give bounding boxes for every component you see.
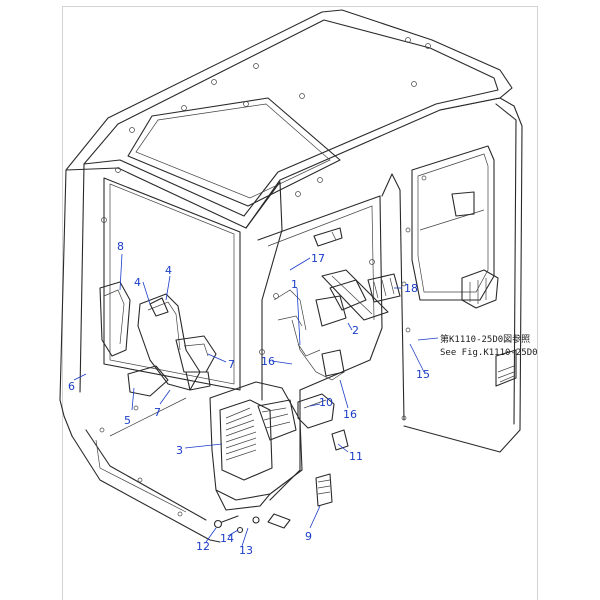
callouts: 1 2 3 4 4 5 6 7 7 8 9 10 11 12 13 14 15 … (68, 240, 430, 557)
callout-18: 18 (404, 282, 418, 295)
callout-7a: 7 (228, 358, 235, 371)
callout-9: 9 (305, 530, 312, 543)
callout-7b: 7 (154, 406, 161, 419)
callout-1: 1 (291, 278, 298, 291)
callout-6: 6 (68, 380, 75, 393)
leader-lines (73, 253, 425, 547)
callout-12: 12 (196, 540, 210, 553)
callout-5: 5 (124, 414, 131, 427)
callout-17: 17 (311, 252, 325, 265)
components (99, 269, 401, 534)
callout-8: 8 (117, 240, 124, 253)
callout-16b: 16 (343, 408, 357, 421)
reference-note-jp: 第K1110-25D0図参照 (440, 333, 530, 345)
reference-note: 第K1110-25D0図参照 See Fig.K1110-25D0 (417, 333, 538, 358)
reference-note-en: See Fig.K1110-25D0 (440, 348, 538, 358)
callout-16a: 16 (261, 355, 275, 368)
callout-4b: 4 (165, 264, 172, 277)
callout-14: 14 (220, 532, 234, 545)
callout-2: 2 (352, 324, 359, 337)
cab-body (59, 9, 523, 543)
callout-3: 3 (176, 444, 183, 457)
callout-15: 15 (416, 368, 430, 381)
callout-4a: 4 (134, 276, 141, 289)
callout-11: 11 (349, 450, 363, 463)
callout-10: 10 (319, 396, 333, 409)
callout-13: 13 (239, 544, 253, 557)
